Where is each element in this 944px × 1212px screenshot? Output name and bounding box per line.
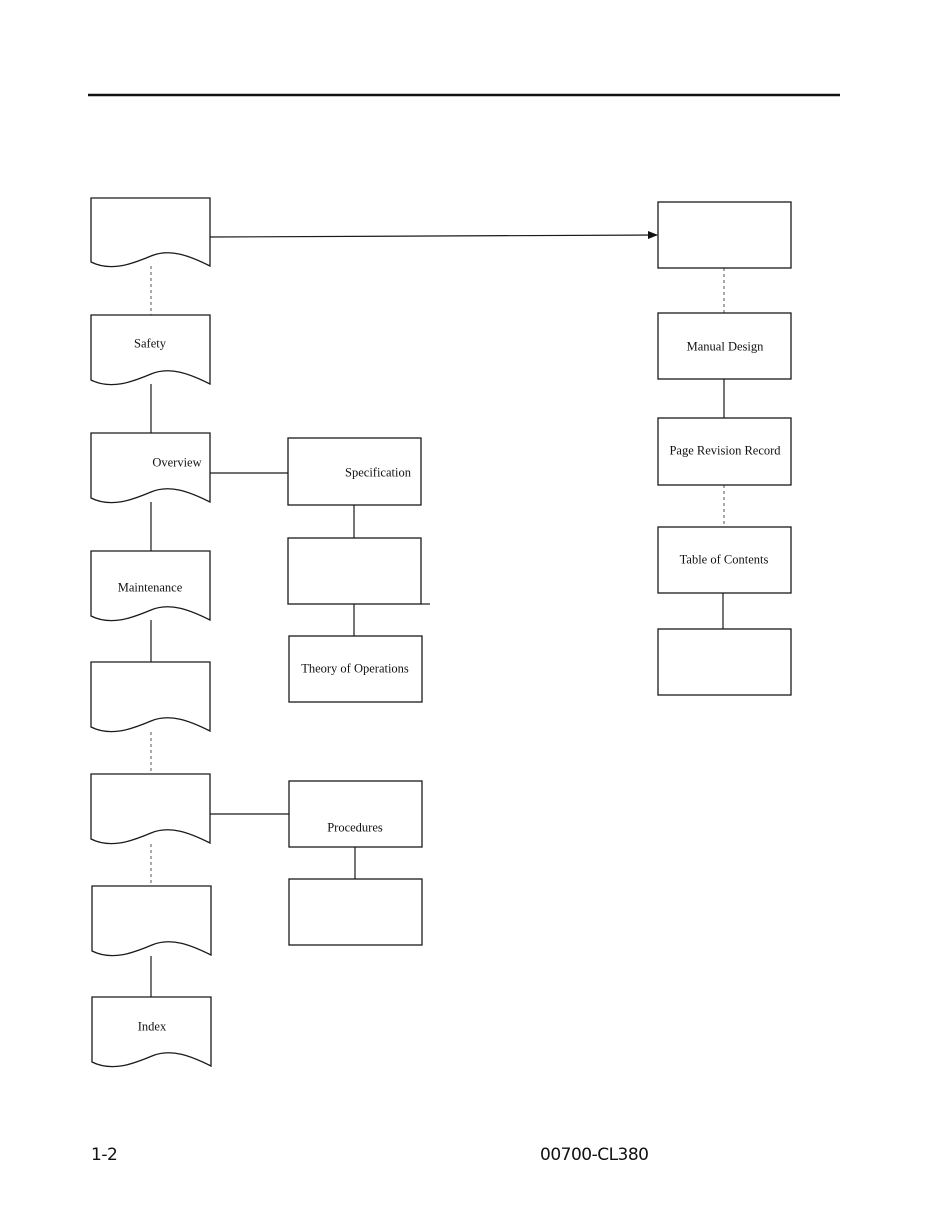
label-theory-of-operations: Theory of Operations	[301, 661, 409, 676]
arrow-connector-doc1-to-right-box	[209, 231, 658, 240]
box-middle-blank-2	[288, 878, 423, 946]
label-safety: Safety	[134, 336, 166, 351]
document-shape-index	[91, 996, 212, 1068]
document-shape-overview	[90, 432, 211, 504]
box-theory-of-operations	[288, 635, 423, 703]
label-specification: Specification	[345, 465, 411, 480]
label-table-of-contents: Table of Contents	[679, 552, 769, 567]
box-right-blank-2	[657, 628, 792, 696]
label-maintenance: Maintenance	[117, 580, 183, 595]
box-procedures	[288, 780, 423, 848]
document-shape-maintenance	[90, 550, 211, 622]
box-page-revision-record	[657, 417, 792, 486]
box-middle-blank-1	[287, 537, 422, 605]
label-overview: Overview	[152, 455, 202, 470]
label-manual-design: Manual Design	[686, 339, 764, 354]
document-shape-7	[91, 885, 212, 957]
box-manual-design	[657, 312, 792, 380]
document-shape-5	[90, 661, 211, 733]
label-procedures: Procedures	[327, 820, 383, 835]
document-shape-1	[90, 197, 211, 268]
label-page-revision-record: Page Revision Record	[669, 443, 781, 458]
box-right-blank-1	[657, 201, 792, 269]
label-index: Index	[137, 1019, 167, 1034]
page-number: 1-2	[91, 1145, 118, 1165]
document-shape-6	[90, 773, 211, 845]
document-shape-safety	[90, 314, 211, 386]
box-specification	[287, 437, 422, 506]
box-table-of-contents	[657, 526, 792, 594]
document-id: 00700-CL380	[540, 1145, 649, 1165]
